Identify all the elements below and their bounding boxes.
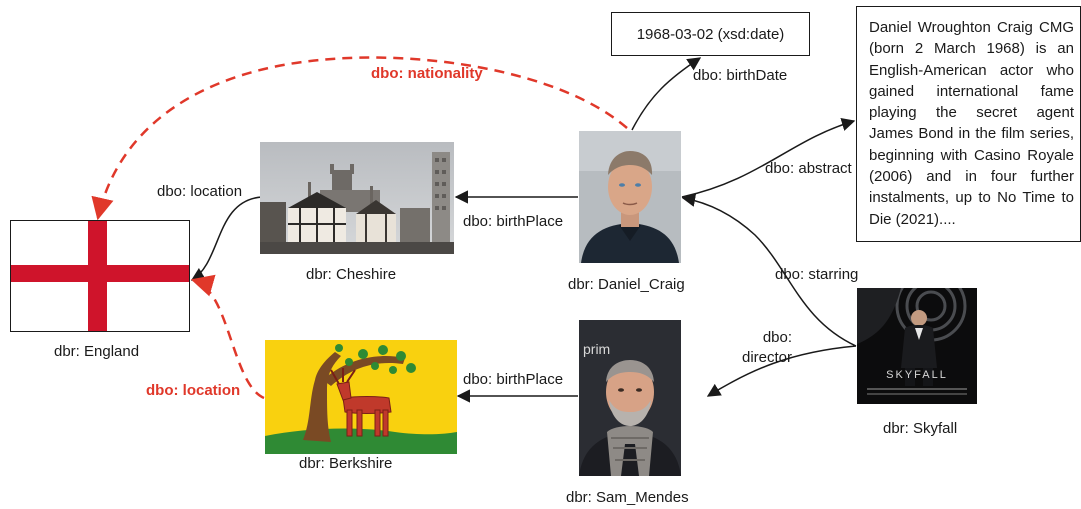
daniel-craig-photo <box>579 131 681 263</box>
skyfall-poster: SKYFALL <box>857 288 977 404</box>
edge-label-nationality: dbo: nationality <box>371 65 483 82</box>
edge-label-abstract: dbo: abstract <box>765 160 852 177</box>
england-flag-image <box>10 220 190 332</box>
edge-label-starring: dbo: starring <box>775 266 859 283</box>
edge-label-birth-date: dbo: birthDate <box>693 67 788 84</box>
edge-nationality <box>91 56 628 221</box>
edge-label-berkshire-location: dbo: location <box>146 382 241 399</box>
edge-label-mendes-birth-place: dbo: birthPlace <box>463 371 564 388</box>
node-label-cheshire: dbr: Cheshire <box>306 266 397 283</box>
mendes-backdrop-text: prim <box>583 341 610 357</box>
edge-abstract <box>681 117 856 198</box>
edge-starring <box>681 193 857 347</box>
sam-mendes-photo: prim <box>579 320 681 476</box>
cheshire-photo <box>260 142 454 254</box>
literal-abstract: Daniel Wroughton Craig CMG (born 2 March… <box>856 6 1081 242</box>
node-label-berkshire: dbr: Berkshire <box>299 455 393 472</box>
edge-cheshire-location <box>190 196 263 281</box>
edge-label-director: dbo: director <box>742 329 793 366</box>
node-label-england: dbr: England <box>54 343 140 360</box>
node-label-skyfall: dbr: Skyfall <box>883 420 958 437</box>
literal-birth-date: 1968-03-02 (xsd:date) <box>611 12 810 56</box>
edge-director <box>706 345 857 397</box>
node-label-daniel-craig: dbr: Daniel_Craig <box>568 276 685 293</box>
edge-label-craig-birth-place: dbo: birthPlace <box>463 213 564 230</box>
skyfall-poster-title: SKYFALL <box>886 369 948 381</box>
berkshire-flag-image <box>265 340 457 454</box>
edge-label-cheshire-location: dbo: location <box>157 183 243 200</box>
edge-berkshire-location <box>190 274 265 400</box>
edge-birth-date <box>631 57 702 131</box>
node-label-sam-mendes: dbr: Sam_Mendes <box>566 489 689 506</box>
